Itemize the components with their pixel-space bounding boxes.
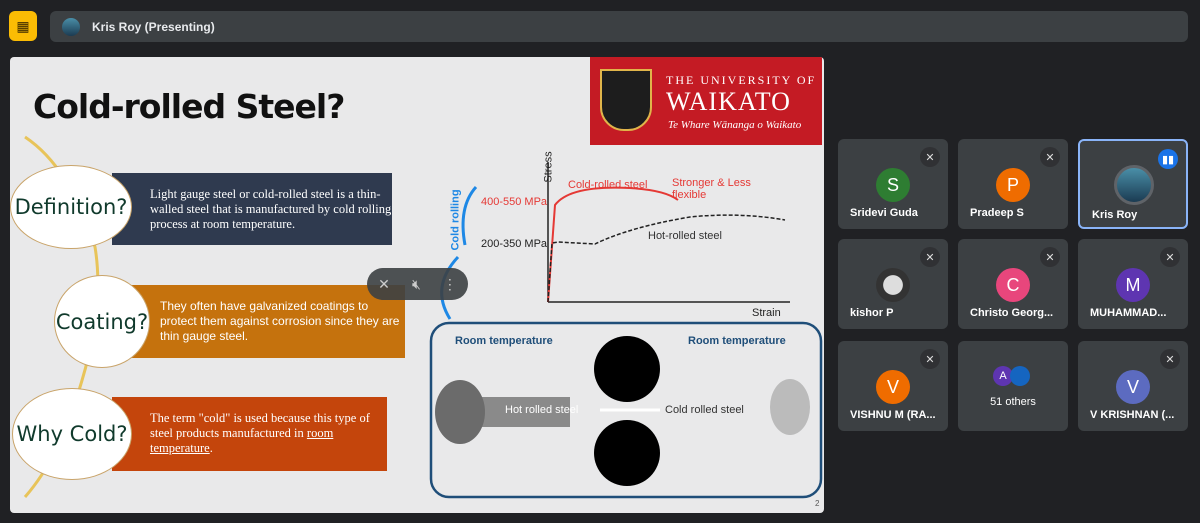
coating-box: They often have galvanized coatings to p…: [130, 285, 405, 358]
hot-rolled-curve: [547, 214, 786, 303]
definition-label: Definition?: [10, 165, 132, 249]
avatar: S: [876, 168, 910, 202]
mic-off-icon: ✕: [1160, 247, 1180, 267]
stop-presenting-button[interactable]: ▦: [9, 11, 37, 41]
mic-off-icon: ✕: [1040, 247, 1060, 267]
hot-coil: [435, 380, 485, 444]
cold-steel-label: Cold rolled steel: [665, 404, 744, 416]
bottom-roller: [594, 420, 660, 486]
avatar: V: [1116, 370, 1150, 404]
university-logo: THE UNIVERSITY OF WAIKATO Te Whare Wānan…: [590, 57, 822, 145]
avatar: P: [996, 168, 1030, 202]
participant-tile-active[interactable]: ▮▮ Kris Roy: [1078, 139, 1188, 229]
hot-curve-label: Hot-rolled steel: [648, 230, 722, 242]
participant-tile[interactable]: ✕ S Sridevi Guda: [838, 139, 948, 229]
why-cold-text: The term "cold" is used because this typ…: [150, 411, 370, 440]
avatar: V: [876, 370, 910, 404]
logo-line3: Te Whare Wānanga o Waikato: [668, 119, 802, 131]
participant-name: VISHNU M (RA...: [850, 409, 936, 421]
left-temp-label: Room temperature: [455, 335, 553, 347]
mic-off-icon: ✕: [1160, 349, 1180, 369]
definition-box: Light gauge steel or cold-rolled steel i…: [112, 173, 392, 245]
hot-value-label: 200-350 MPa: [481, 238, 548, 250]
participant-tile[interactable]: ✕ kishor P: [838, 239, 948, 329]
more-options-icon[interactable]: ⋮: [442, 275, 457, 292]
rolling-diagram-frame: [429, 321, 823, 499]
speaking-icon: ▮▮: [1158, 149, 1178, 169]
y-axis-label: Stress: [542, 151, 555, 183]
presenter-bar: Kris Roy (Presenting): [50, 11, 1188, 42]
participant-tile[interactable]: ✕ C Christo Georg...: [958, 239, 1068, 329]
cold-rolling-label: Cold rolling: [449, 189, 462, 251]
slide-title: Cold-rolled Steel?: [33, 87, 345, 126]
top-roller: [594, 336, 660, 402]
presenter-avatar: [62, 17, 80, 36]
others-count: 51 others: [990, 396, 1036, 408]
cold-curve-label: Cold-rolled steel: [568, 179, 648, 191]
participant-tile[interactable]: ✕ V VISHNU M (RA...: [838, 341, 948, 431]
coating-label: Coating?: [54, 275, 150, 368]
avatar: [876, 268, 910, 302]
logo-line2: WAIKATO: [666, 87, 791, 116]
avatar: [1114, 165, 1154, 205]
why-cold-box: The term "cold" is used because this typ…: [112, 397, 387, 471]
avatar: M: [1116, 268, 1150, 302]
unpin-icon[interactable]: ✕: [378, 275, 390, 292]
mic-off-icon: ✕: [1040, 147, 1060, 167]
mic-off-icon: ✕: [920, 247, 940, 267]
logo-line1: THE UNIVERSITY OF: [666, 73, 817, 87]
mute-icon[interactable]: 🔇︎: [411, 275, 421, 292]
participant-name: Kris Roy: [1092, 209, 1138, 221]
participant-name: MUHAMMAD...: [1090, 307, 1167, 319]
others-tile[interactable]: A 51 others: [958, 341, 1068, 431]
participant-tile[interactable]: ✕ M MUHAMMAD...: [1078, 239, 1188, 329]
avatar: A: [993, 366, 1013, 386]
participant-name: kishor P: [850, 307, 894, 319]
participant-name: Pradeep S: [970, 207, 1024, 219]
page-number: 2: [815, 499, 820, 508]
participant-tile[interactable]: ✕ V V KRISHNAN (...: [1078, 341, 1188, 431]
tile-controls: ✕ 🔇︎ ⋮: [367, 268, 468, 300]
avatar-group-icon: [1010, 366, 1030, 386]
hot-steel-label: Hot rolled steel: [505, 404, 579, 416]
participant-name: Sridevi Guda: [850, 207, 918, 219]
cold-rolling-arrow: [461, 185, 478, 246]
cold-value-label: 400-550 MPa: [481, 196, 548, 208]
stronger-note: Stronger & Less flexible: [672, 177, 751, 201]
participant-name: V KRISHNAN (...: [1090, 409, 1175, 421]
x-axis-label: Strain: [752, 307, 781, 319]
mic-off-icon: ✕: [920, 147, 940, 167]
right-temp-label: Room temperature: [688, 335, 786, 347]
avatar: C: [996, 268, 1030, 302]
participant-name: Christo Georg...: [970, 307, 1054, 319]
crest-icon: [600, 69, 652, 131]
cold-coil: [770, 379, 810, 435]
room-temperature-link: room temperature: [150, 426, 334, 455]
participant-tile[interactable]: ✕ P Pradeep S: [958, 139, 1068, 229]
mic-off-icon: ✕: [920, 349, 940, 369]
shared-slide: Cold-rolled Steel? THE UNIVERSITY OF WAI…: [10, 57, 824, 513]
stress-strain-chart: [429, 162, 823, 499]
present-off-icon: ▦: [16, 17, 30, 34]
cold-rolled-curve: [547, 186, 679, 303]
why-cold-end: .: [209, 441, 213, 455]
presenter-label: Kris Roy (Presenting): [92, 19, 215, 34]
why-cold-label: Why Cold?: [12, 388, 132, 480]
